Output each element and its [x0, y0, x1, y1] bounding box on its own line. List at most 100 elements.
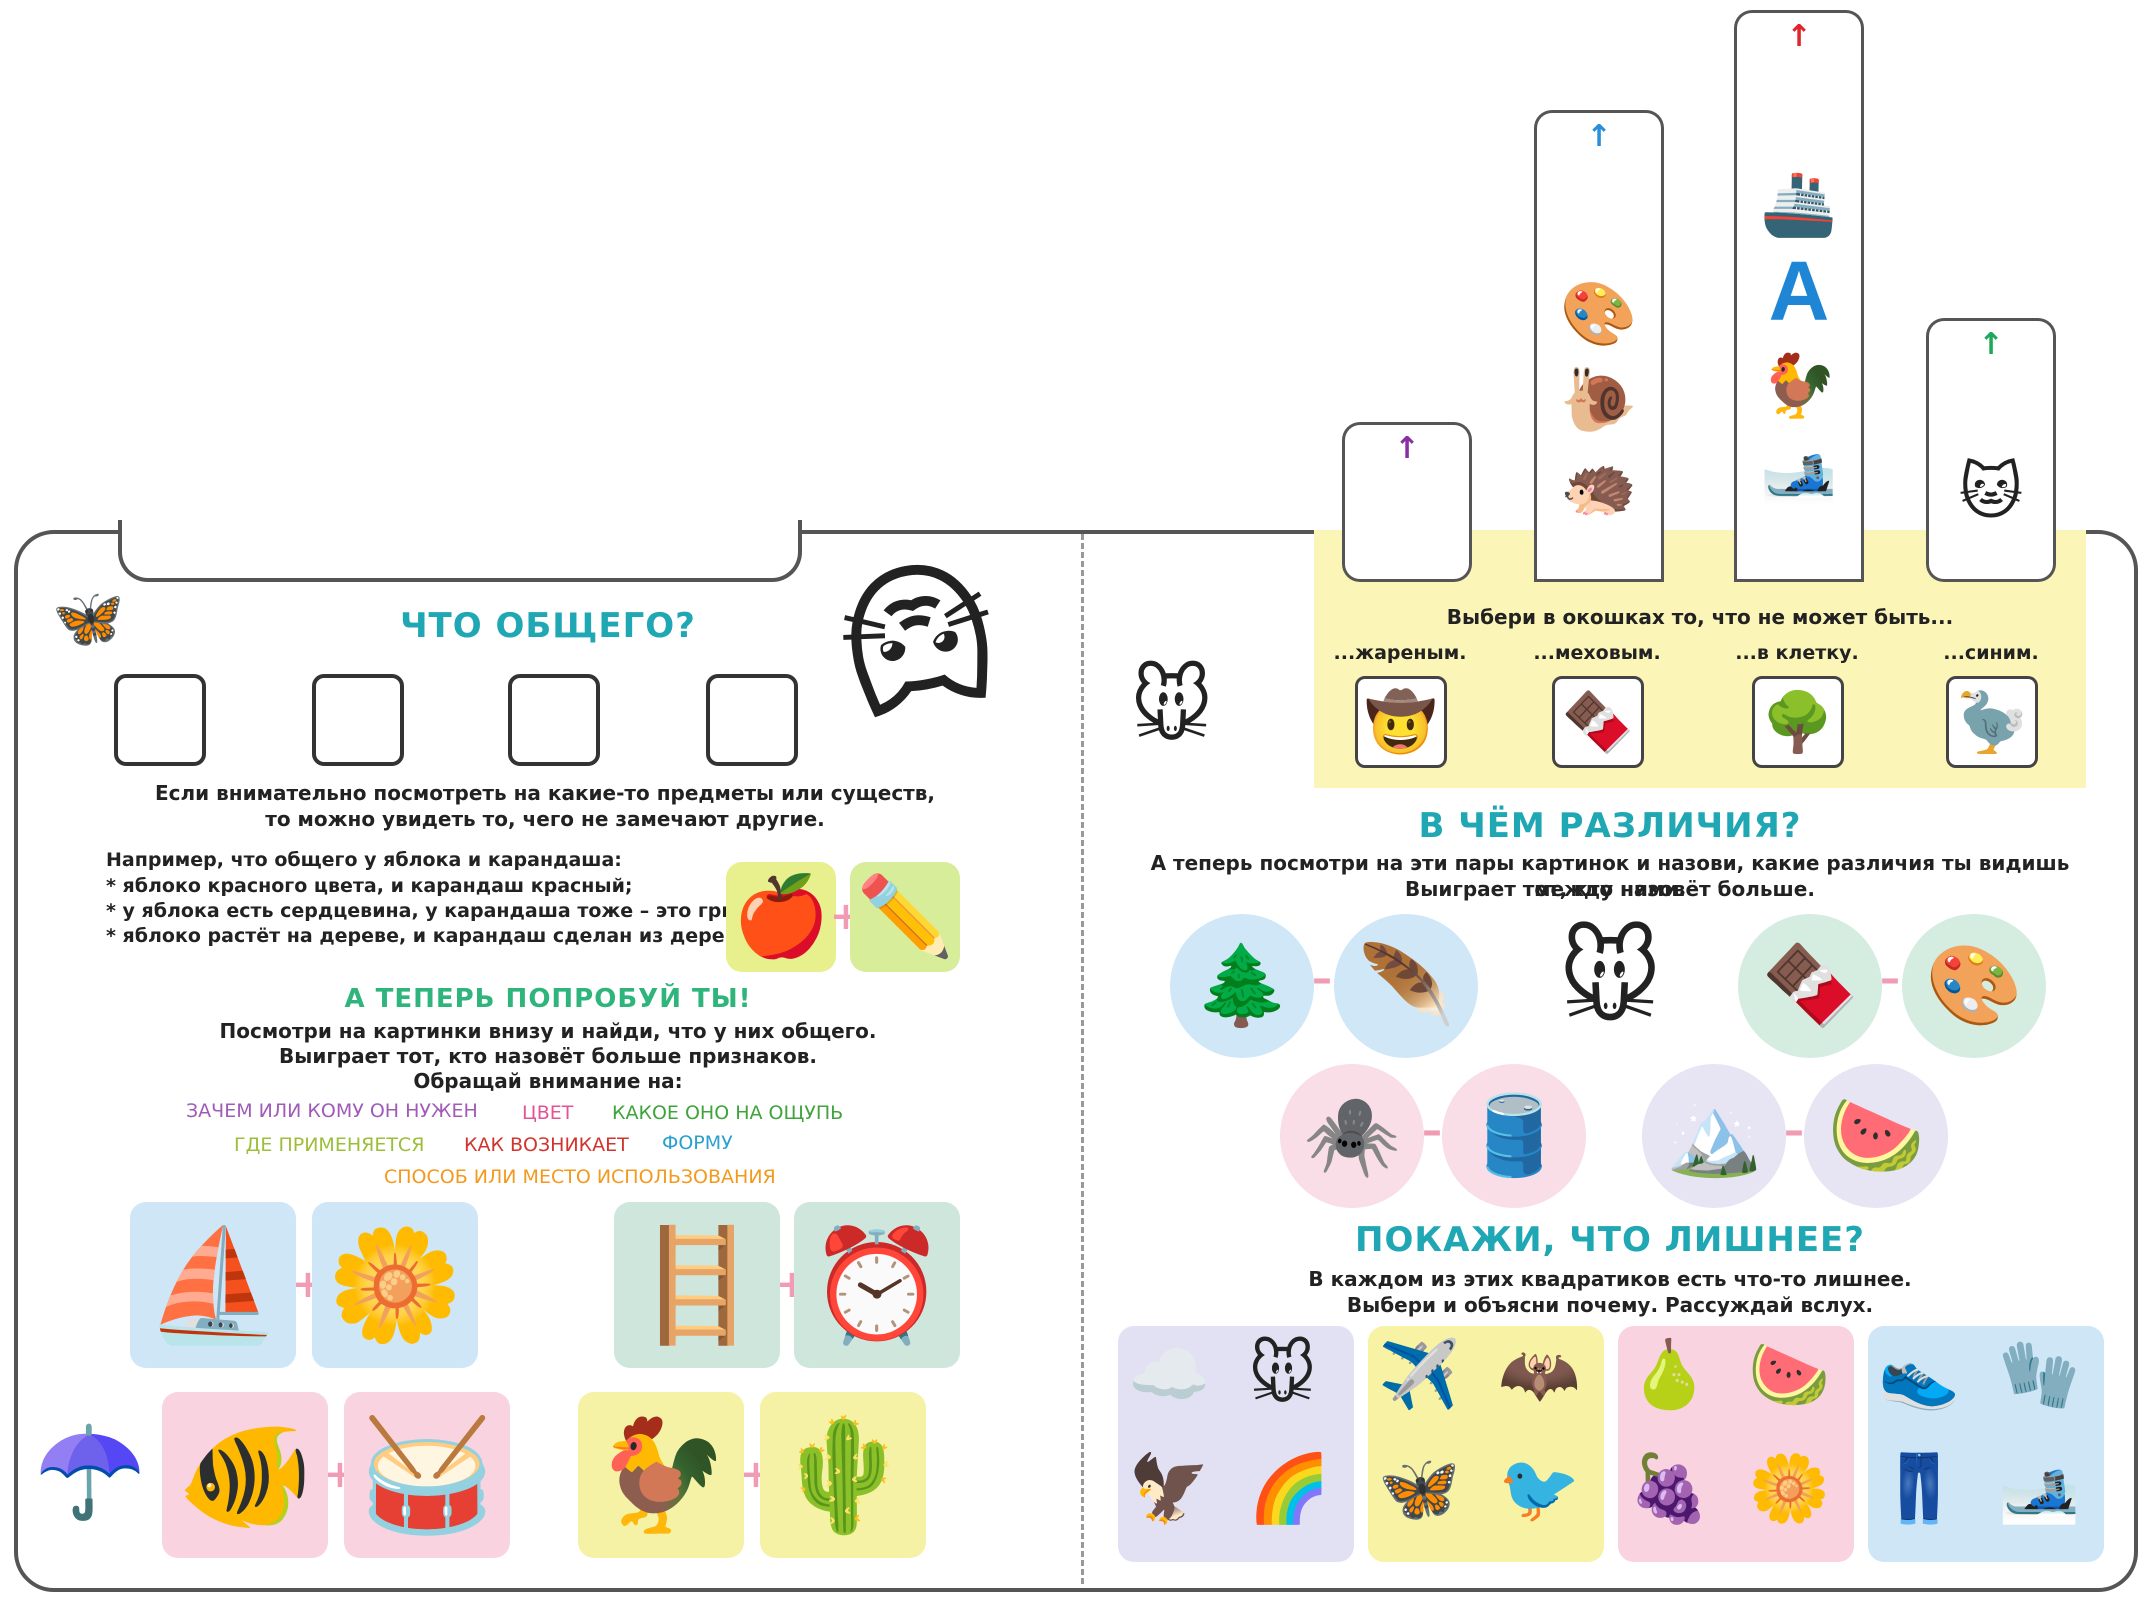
window-hat[interactable]: 🤠: [1355, 676, 1447, 768]
answer-box-2[interactable]: [312, 674, 404, 766]
hedgehog-icon: 🦔: [1560, 449, 1638, 522]
umbrella-mouse-icon: ☂️: [34, 1420, 147, 1525]
keyword-color: ЦВЕТ: [522, 1102, 574, 1124]
pencil-icon: ✏️: [856, 871, 954, 962]
odd-square-4[interactable]: 👟 🧤 👖 🎿: [1868, 1326, 2104, 1562]
mimosa-icon: 🌼: [1748, 1450, 1831, 1527]
drum-icon: 🥁: [358, 1410, 496, 1539]
title-differences: В ЧЁМ РАЗЛИЧИЯ?: [1418, 806, 1802, 846]
apple-tile: 🍎: [726, 862, 836, 972]
chocolate-icon: 🍫: [1561, 687, 1635, 756]
intro-line-1: Если внимательно посмотреть на какие-то …: [154, 781, 936, 805]
watermelon-icon: 🍉: [1827, 1090, 1925, 1181]
window-label-fried: ...жареным.: [1333, 642, 1467, 664]
pair-circle-mountain: 🏔️: [1642, 1064, 1786, 1208]
title-odd-one-out: ПОКАЖИ, ЧТО ЛИШНЕЕ?: [1354, 1220, 1866, 1260]
arrow-up-icon: ↑: [1586, 119, 1612, 154]
try-text-3: Обращай внимание на:: [413, 1069, 683, 1093]
birch-icon: 🌳: [1761, 687, 1835, 756]
clock-tile: ⏰: [794, 1202, 960, 1368]
palette-icon: 🎨: [1560, 277, 1638, 350]
drum-tile: 🥁: [344, 1392, 510, 1558]
odd-square-2[interactable]: ✈️ 🦇 🦋 🐦: [1368, 1326, 1604, 1562]
slider-strip-1-bottom: [1342, 530, 1472, 582]
slider-strip-2[interactable]: ↑ 🎨 🐌 🦔: [1534, 110, 1664, 582]
skis-icon: 🎿: [1998, 1450, 2081, 1527]
title-what-common: ЧТО ОБЩЕГО?: [400, 606, 696, 646]
answer-box-4[interactable]: [706, 674, 798, 766]
diff-text-2: Выиграет тот, кто назовёт больше.: [1405, 877, 1815, 901]
answer-box-1[interactable]: [114, 674, 206, 766]
pair-circle-spider: 🕷️: [1280, 1064, 1424, 1208]
arrow-up-icon: ↑: [1394, 431, 1420, 466]
sneakers-icon: 👟: [1878, 1336, 1961, 1413]
aquarium-tile: 🐠: [162, 1392, 328, 1558]
ski-icon: 🎿: [1760, 435, 1838, 508]
window-label-fur: ...меховым.: [1533, 642, 1661, 664]
ship-tile: ⛵: [130, 1202, 296, 1368]
mittens-icon: 🧤: [1998, 1336, 2081, 1413]
pair-circle-barrel: 🛢️: [1442, 1064, 1586, 1208]
alarm-clock-icon: ⏰: [808, 1220, 946, 1349]
dandelion-tile: 🌼: [312, 1202, 478, 1368]
bat-icon: 🦇: [1498, 1336, 1581, 1413]
rainbow-icon: 🌈: [1248, 1450, 1331, 1527]
pair-circle-paints: 🎨: [1902, 914, 2046, 1058]
pair-circle-watermelon: 🍉: [1804, 1064, 1948, 1208]
ship-icon: ⛵: [144, 1220, 282, 1349]
keyword-touch: КАКОЕ ОНО НА ОЩУПЬ: [612, 1102, 844, 1124]
top-notch: [118, 520, 802, 582]
cat-icon: 🐱: [1958, 455, 2024, 528]
barrel-icon: 🛢️: [1465, 1090, 1563, 1181]
pair-dash: –: [1880, 956, 1900, 1002]
butterfly-icon: 🦋: [52, 584, 125, 652]
keyword-shape: ФОРМУ: [662, 1132, 733, 1154]
rooster-icon: 🐓: [592, 1410, 730, 1539]
page-fold-line: [1081, 534, 1084, 1584]
odd-square-3[interactable]: 🍐 🍉 🍇 🌼: [1618, 1326, 1854, 1562]
keyword-origin: КАК ВОЗНИКАЕТ: [464, 1134, 629, 1156]
example-item-1: * яблоко красного цвета, и карандаш крас…: [106, 875, 633, 897]
pair-circle-feather: 🪶: [1334, 914, 1478, 1058]
plum-icon: 🍇: [1628, 1450, 1711, 1527]
pear-icon: 🍐: [1628, 1336, 1711, 1413]
chocolate-icon: 🍫: [1761, 940, 1859, 1031]
keyword-purpose: ЗАЧЕМ ИЛИ КОМУ ОН НУЖЕН: [186, 1100, 478, 1122]
paints-icon: 🎨: [1925, 940, 2023, 1031]
slider-strip-2-bottom: [1534, 530, 1664, 582]
try-title: А ТЕПЕРЬ ПОПРОБУЙ ТЫ!: [344, 984, 752, 1014]
slider-strip-4-bottom: [1926, 530, 2056, 582]
example-item-3: * яблоко растёт на дереве, и карандаш сд…: [106, 925, 757, 947]
dandelion-icon: 🌼: [326, 1220, 464, 1349]
example-item-2: * у яблока есть сердцевина, у карандаша …: [106, 900, 800, 922]
keyword-usage: СПОСОБ ИЛИ МЕСТО ИСПОЛЬЗОВАНИЯ: [384, 1166, 776, 1188]
arrow-up-icon: ↑: [1978, 327, 2004, 362]
odd-square-1[interactable]: ☁️ 🐭 🦅 🌈: [1118, 1326, 1354, 1562]
jeans-icon: 👖: [1878, 1450, 1961, 1527]
mouse-icon: 🐭: [1248, 1336, 1317, 1413]
window-chocolate[interactable]: 🍫: [1552, 676, 1644, 768]
answer-box-3[interactable]: [508, 674, 600, 766]
spider-icon: 🕷️: [1303, 1090, 1401, 1181]
mouse-pencil-icon: 🐭: [1130, 660, 1214, 753]
intro-line-2: то можно увидеть то, чего не замечают др…: [265, 807, 825, 831]
emu-icon: 🦤: [1955, 687, 2029, 756]
pair-circle-chocolate: 🍫: [1738, 914, 1882, 1058]
keyword-where: ГДЕ ПРИМЕНЯЕТСЯ: [234, 1134, 425, 1156]
example-head: Например, что общего у яблока и карандаш…: [106, 849, 622, 871]
window-tree[interactable]: 🌳: [1752, 676, 1844, 768]
window-emu[interactable]: 🦤: [1946, 676, 2038, 768]
ladder-tile: 🪜: [614, 1202, 780, 1368]
try-text-2: Выиграет тот, кто назовёт больше признак…: [279, 1044, 817, 1068]
wagtail-icon: 🐦: [1498, 1450, 1581, 1527]
apple-icon: 🍎: [732, 871, 830, 962]
watermelon-icon: 🍉: [1748, 1336, 1831, 1413]
slider-strip-3[interactable]: ↑ 🚢 А 🐓 🎿: [1734, 10, 1864, 582]
butterfly-icon: 🦋: [1378, 1450, 1461, 1527]
aquarium-icon: 🐠: [176, 1410, 314, 1539]
arrow-up-icon: ↑: [1786, 19, 1812, 54]
letter-a: А: [1768, 244, 1830, 338]
cactus-tile: 🌵: [760, 1392, 926, 1558]
ladder-icon: 🪜: [628, 1220, 766, 1349]
hat-icon: 🤠: [1364, 687, 1438, 756]
